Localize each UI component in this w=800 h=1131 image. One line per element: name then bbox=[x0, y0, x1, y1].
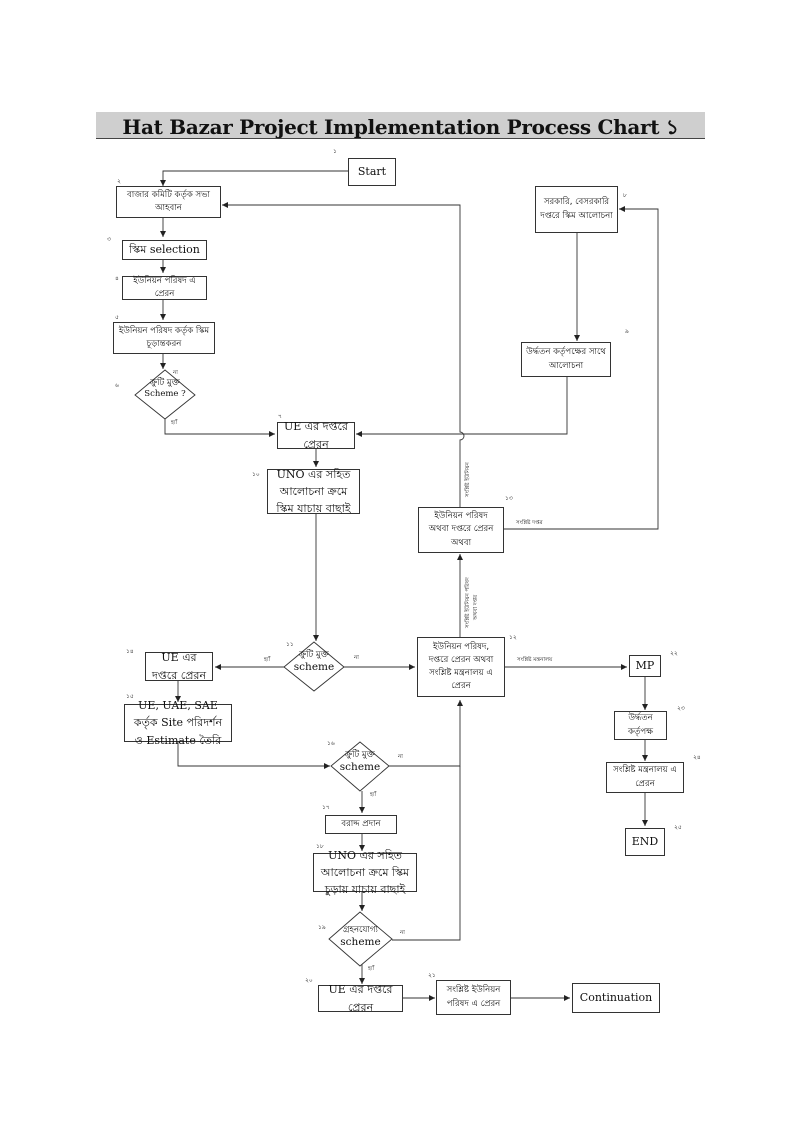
edge-label-11-no: না bbox=[354, 655, 359, 661]
step-18-box: UNO এর সহিত আলোচনা ক্রমে স্কিম চুড়ায় য… bbox=[313, 849, 417, 896]
diamond-6 bbox=[134, 369, 196, 420]
chart-title: Hat Bazar Project Implementation Process… bbox=[122, 115, 679, 139]
edge-13-8 bbox=[504, 206, 659, 530]
step-17-box: বরাদ্দ প্রদান bbox=[325, 815, 397, 834]
step-number-1: ১ bbox=[333, 148, 337, 155]
diamond-6-line1: ক্রুটি মুক্ত bbox=[150, 378, 180, 388]
diamond-11-line2: scheme bbox=[293, 661, 335, 674]
step-number-19: ১৯ bbox=[318, 924, 326, 931]
step-20-box: UE এর দপ্তরে প্রেরন bbox=[318, 983, 403, 1014]
step-number-3: ৩ bbox=[107, 236, 111, 243]
step-number-16: ১৬ bbox=[327, 740, 335, 747]
step-number-24: ২৪ bbox=[693, 754, 701, 761]
step-23-box: উর্দ্ধতন কর্তৃপক্ষ bbox=[614, 711, 667, 740]
edge-label-16-yes: হ্যাঁ bbox=[370, 792, 377, 798]
end-box: END bbox=[625, 828, 665, 856]
step-3-box: স্কিম selection bbox=[122, 240, 207, 260]
step-number-10: ১০ bbox=[252, 471, 260, 478]
edge-9-7 bbox=[356, 377, 568, 437]
diamond-16 bbox=[330, 741, 390, 792]
step-15-box: UE, UAE, SAE কর্তৃক Site পরিদর্শন ও Esti… bbox=[124, 699, 232, 747]
edge-label-19-no: না bbox=[400, 930, 405, 936]
step-number-4: ৪ bbox=[115, 275, 119, 282]
step-number-25: ২৫ bbox=[674, 824, 682, 831]
step-7-box: UE এর দপ্তরে প্রেরন bbox=[277, 420, 355, 451]
edge-label-6-no: না bbox=[173, 370, 178, 376]
step-number-7: ৭ bbox=[278, 413, 282, 420]
step-number-23: ২৩ bbox=[677, 705, 685, 712]
step-13-box: ইউনিয়ন পরিষদ অথবা দপ্তরে প্রেরন অথবা bbox=[418, 507, 504, 553]
diamond-16-line2: scheme bbox=[339, 761, 381, 774]
step-number-18: ১৮ bbox=[316, 843, 324, 850]
step-5-box: ইউনিয়ন পরিষদ কর্তৃক স্কিম চূড়ান্তকরন bbox=[113, 322, 215, 354]
diamond-19-label: গ্রহনযোগ্য scheme bbox=[329, 925, 392, 950]
diamond-16-line1: ক্রুটি মুক্ত bbox=[345, 750, 375, 760]
edge-label-12-up-b: অথবা দপ্তর bbox=[473, 594, 479, 620]
diamond-19-line1: গ্রহনযোগ্য bbox=[343, 925, 378, 935]
step-8-box: সরকারি, বেসরকারি দপ্তরে স্কিম আলোচনা bbox=[535, 186, 618, 233]
diamond-16-label: ক্রুটি মুক্ত scheme bbox=[330, 750, 390, 775]
diamond-19-line2: scheme bbox=[340, 936, 381, 949]
step-number-2: ২ bbox=[117, 178, 121, 185]
step-number-21: ২১ bbox=[428, 972, 436, 979]
step-number-12: ১২ bbox=[509, 634, 517, 641]
edge-label-13-union: সংশ্লিষ্ট ইউনিয়ন bbox=[465, 462, 471, 497]
step-9-box: উর্দ্ধতন কর্তৃপক্ষের সাথে আলোচনা bbox=[521, 342, 611, 377]
step-number-5: ৫ bbox=[115, 314, 119, 321]
edge-6-7 bbox=[164, 418, 275, 437]
edge-label-11-yes: হ্যাঁ bbox=[264, 657, 271, 663]
edge-label-6-yes: হ্যাঁ bbox=[171, 420, 178, 426]
step-24-box: সংশ্লিষ্ট মন্ত্রনালয় এ প্রেরন bbox=[606, 762, 684, 793]
diamond-11 bbox=[283, 641, 345, 692]
edge-19-up bbox=[392, 766, 461, 941]
step-number-14: ১৪ bbox=[126, 648, 134, 655]
edge-label-13-office: সংশ্লিষ্ট দপ্তর bbox=[516, 520, 543, 526]
step-number-15: ১৫ bbox=[126, 693, 134, 700]
edge-13-2 bbox=[222, 202, 465, 507]
diamond-6-label: ক্রুটি মুক্ত Scheme ? bbox=[135, 378, 195, 400]
step-10-box: UNO এর সহিত আলোচনা ক্রমে স্কিম যাচায় বা… bbox=[267, 468, 360, 515]
step-4-box: ইউনিয়ন পরিষদ এ প্রেরন bbox=[122, 276, 207, 300]
step-number-11: ১১ bbox=[286, 641, 294, 648]
step-number-6: ৬ bbox=[115, 382, 119, 389]
step-number-22: ২২ bbox=[670, 650, 678, 657]
step-number-8: ৮ bbox=[623, 192, 627, 199]
edge-15-16 bbox=[177, 742, 330, 769]
diamond-11-line1: ক্রুটি মুক্ত bbox=[299, 650, 329, 660]
start-box: Start bbox=[348, 158, 396, 186]
edge-start-2 bbox=[160, 170, 348, 186]
step-number-9: ৯ bbox=[625, 328, 629, 335]
continuation-box: Continuation bbox=[572, 983, 660, 1013]
step-number-20: ২০ bbox=[305, 977, 313, 984]
edge-label-12-up-a: সংশ্লিষ্ট ইউনিয়ন পরিষদ bbox=[465, 577, 471, 628]
step-2-box: বাজার কমিটি কর্তৃক সভা আহবান bbox=[116, 186, 221, 218]
diamond-19 bbox=[328, 911, 393, 967]
diamond-6-line2: Scheme ? bbox=[144, 389, 186, 400]
step-14-box: UE এর দপ্তরে প্রেরন bbox=[145, 651, 213, 682]
title-bar: Hat Bazar Project Implementation Process… bbox=[96, 112, 705, 139]
mp-box: MP bbox=[629, 655, 661, 677]
edge-label-16-no: না bbox=[398, 754, 403, 760]
edge-label-19-yes: হ্যাঁ bbox=[368, 966, 375, 972]
step-number-13: ১৩ bbox=[505, 495, 513, 502]
step-number-17: ১৭ bbox=[322, 804, 330, 811]
diamond-11-label: ক্রুটি মুক্ত scheme bbox=[284, 650, 344, 675]
step-21-box: সংশ্লিষ্ট ইউনিয়ন পরিষদ এ প্রেরন bbox=[436, 980, 511, 1015]
edge-label-12-ministry: সংশ্লিষ্ট মন্ত্রনালয় bbox=[517, 657, 553, 663]
step-12-box: ইউনিয়ন পরিষদ, দপ্তরে প্রেরন অথবা সংশ্লি… bbox=[417, 637, 505, 697]
